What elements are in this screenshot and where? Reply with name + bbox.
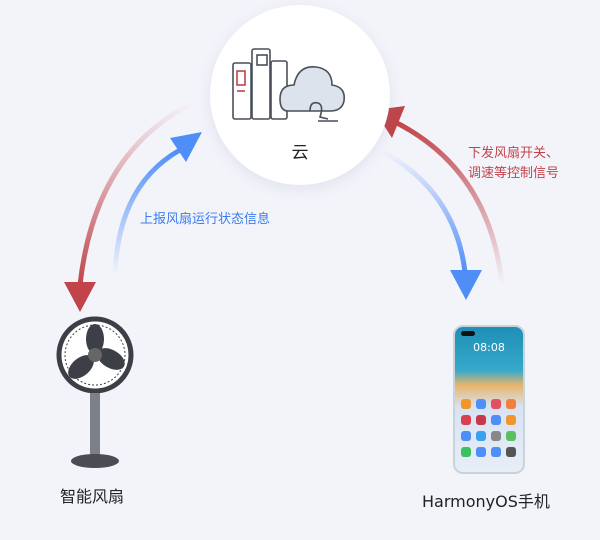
harmonyos-phone-image: 08:08 [453,325,525,474]
cloud-node: 云 [210,5,390,185]
fan-label: 智能风扇 [60,487,125,506]
control-signal-label: 下发风扇开关、 调速等控制信号 [468,144,559,184]
phone-app-grid [461,399,516,457]
control-signal-line1: 下发风扇开关、 [468,146,560,161]
smart-fan-icon [56,316,134,468]
control-signal-line2: 调速等控制信号 [468,166,560,181]
phone-label: HarmonyOS手机 [422,492,550,511]
upload-status-label: 上报风扇运行状态信息 [140,212,271,227]
phone-camera [461,331,475,336]
cloud-server-icon [232,48,346,122]
fan-uplink-arrow [112,132,202,276]
phone-status-arrow [378,147,482,300]
cloud-label: 云 [291,143,309,163]
fan-downlink-arrow [64,99,197,312]
phone-clock: 08:08 [473,341,505,354]
